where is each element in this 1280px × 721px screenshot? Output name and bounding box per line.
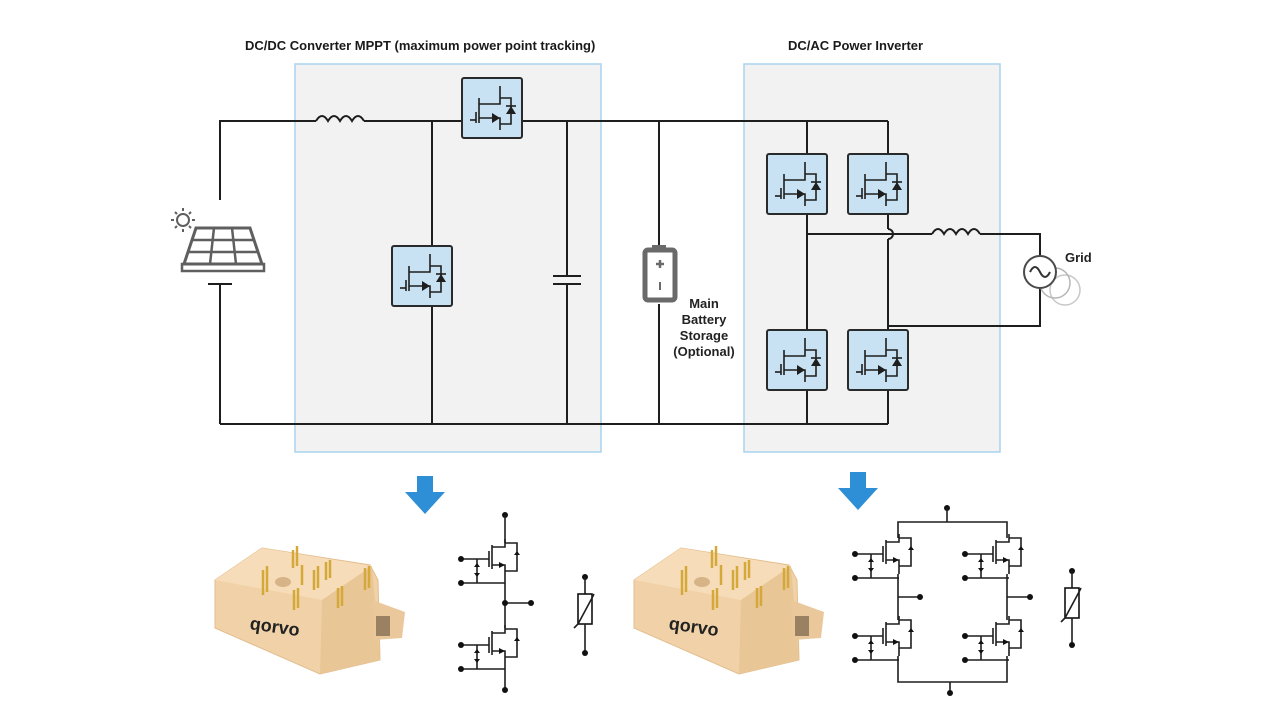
output-inductor bbox=[931, 228, 981, 236]
down-arrow-icon-left bbox=[405, 476, 445, 514]
inverter-switch-low-right bbox=[847, 329, 909, 391]
thermistor-icon-right bbox=[1060, 568, 1082, 648]
dcdc-section-title: DC/DC Converter MPPT (maximum power poin… bbox=[245, 38, 596, 53]
inverter-switch-low-left bbox=[766, 329, 828, 391]
power-module-left: qorvo bbox=[214, 546, 405, 675]
grid-source-icon bbox=[1023, 255, 1081, 306]
grid-label: Grid bbox=[1065, 250, 1092, 265]
down-arrow-icon-right bbox=[838, 472, 878, 510]
battery-label-line: Battery bbox=[681, 312, 727, 327]
inverter-switch-high-left bbox=[766, 153, 828, 215]
power-module-right: qorvo bbox=[633, 546, 824, 675]
full-bridge-schematic bbox=[851, 505, 1033, 696]
battery-icon bbox=[642, 245, 678, 303]
battery-label: Main Battery Storage (Optional) bbox=[668, 296, 740, 360]
dcac-section-title: DC/AC Power Inverter bbox=[788, 38, 924, 53]
dcac-panel bbox=[743, 63, 1001, 453]
battery-label-line: (Optional) bbox=[673, 344, 735, 359]
dcdc-boost-switch bbox=[391, 245, 453, 307]
input-inductor bbox=[315, 115, 365, 123]
inverter-switch-high-right bbox=[847, 153, 909, 215]
main-wiring bbox=[208, 115, 1041, 425]
solar-panel-icon bbox=[171, 208, 266, 273]
thermistor-icon-left bbox=[573, 574, 595, 656]
battery-label-line: Main bbox=[689, 296, 719, 311]
half-bridge-schematic bbox=[457, 512, 534, 693]
battery-label-line: Storage bbox=[679, 328, 729, 343]
dcdc-series-switch bbox=[461, 77, 523, 139]
